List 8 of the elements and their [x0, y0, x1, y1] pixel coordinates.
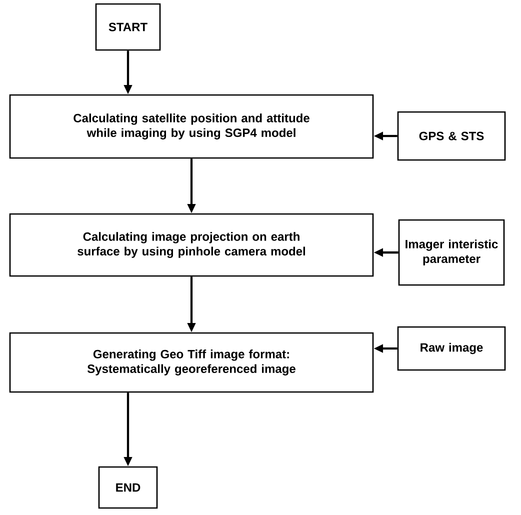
process-box: Generating Geo Tiff image format: Systematically georeferenced image — [9, 332, 374, 393]
input-box: Raw image — [397, 326, 506, 371]
process-box: Calculating image projection on earth surface by using pinhole camera model — [9, 213, 374, 277]
input-box: GPS & STS — [397, 111, 506, 161]
end-box: END — [98, 466, 158, 509]
start-box: START — [95, 3, 161, 51]
input-box: Imager interistic parameter — [398, 219, 505, 286]
process-box: Calculating satellite position and attitude while imaging by using SGP4 model — [9, 94, 374, 159]
